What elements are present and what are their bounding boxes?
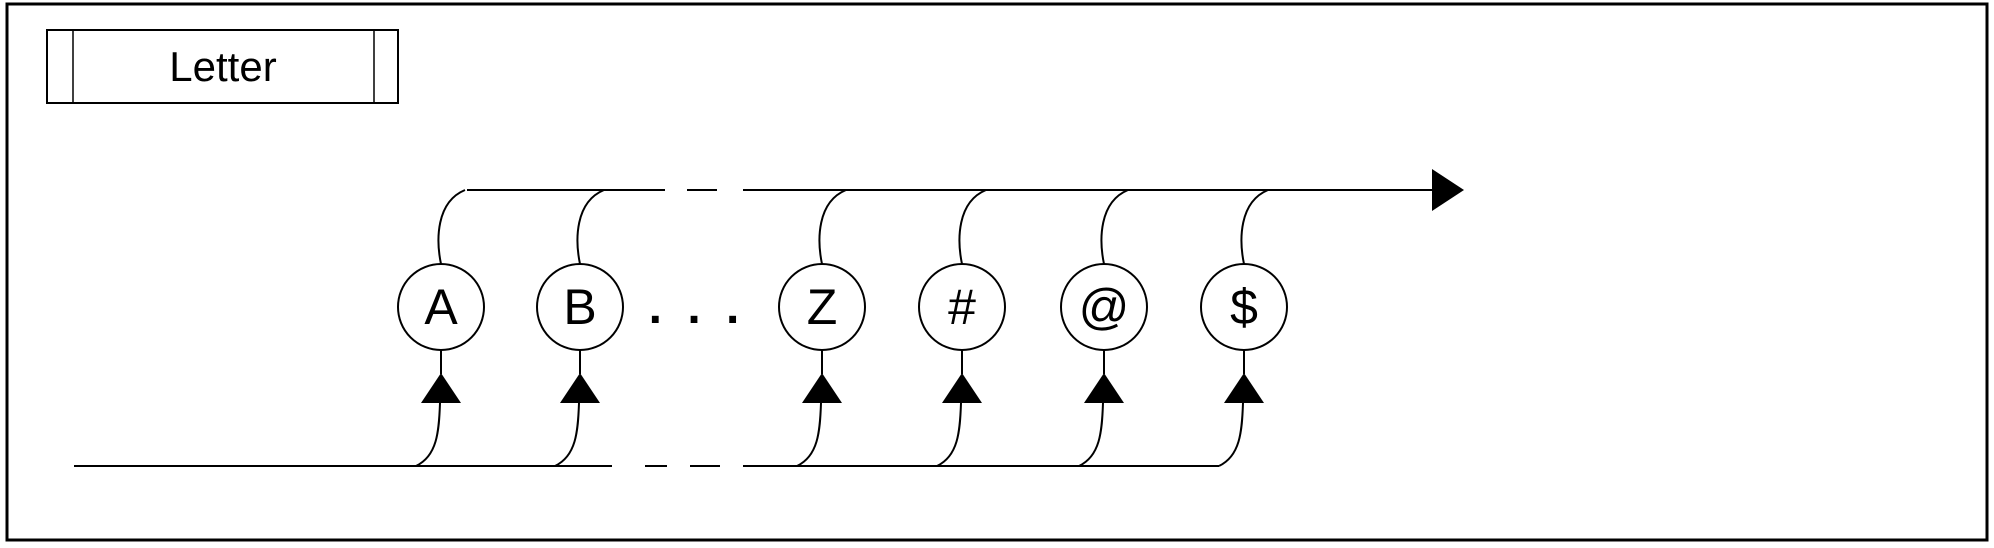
node-bottom-connector <box>554 402 580 467</box>
exit-arrowhead-icon <box>1432 169 1464 211</box>
node-top-connector <box>1100 189 1129 265</box>
page-border <box>5 2 1989 542</box>
ellipsis-dots: . . . <box>649 281 746 334</box>
diagram-title: Letter <box>169 43 276 90</box>
terminal-nodes: A B Z # @ $ <box>397 189 1288 467</box>
node-top-connector <box>1240 189 1269 265</box>
node-top-connector <box>437 189 466 265</box>
node-label: # <box>948 279 976 335</box>
node-top-connector <box>818 189 847 265</box>
title-box-rect <box>46 29 399 104</box>
title-box: Letter <box>46 29 399 104</box>
node-label: A <box>424 279 458 335</box>
node-label: @ <box>1079 279 1130 335</box>
node-arrowhead-icon <box>421 373 461 403</box>
node-bottom-connector <box>1078 402 1104 467</box>
node-arrowhead-icon <box>942 373 982 403</box>
node-arrowhead-icon <box>1084 373 1124 403</box>
node-bottom-connector <box>796 402 822 467</box>
node-bottom-connector <box>415 402 441 467</box>
node-arrowhead-icon <box>802 373 842 403</box>
node-bottom-connector <box>1218 402 1244 467</box>
node-arrowhead-icon <box>560 373 600 403</box>
node-label: $ <box>1230 279 1258 335</box>
node-arrowhead-icon <box>1224 373 1264 403</box>
node-top-connector <box>958 189 987 265</box>
node-label: B <box>563 279 596 335</box>
node-top-connector <box>576 189 605 265</box>
node-label: Z <box>807 279 838 335</box>
node-bottom-connector <box>936 402 962 467</box>
